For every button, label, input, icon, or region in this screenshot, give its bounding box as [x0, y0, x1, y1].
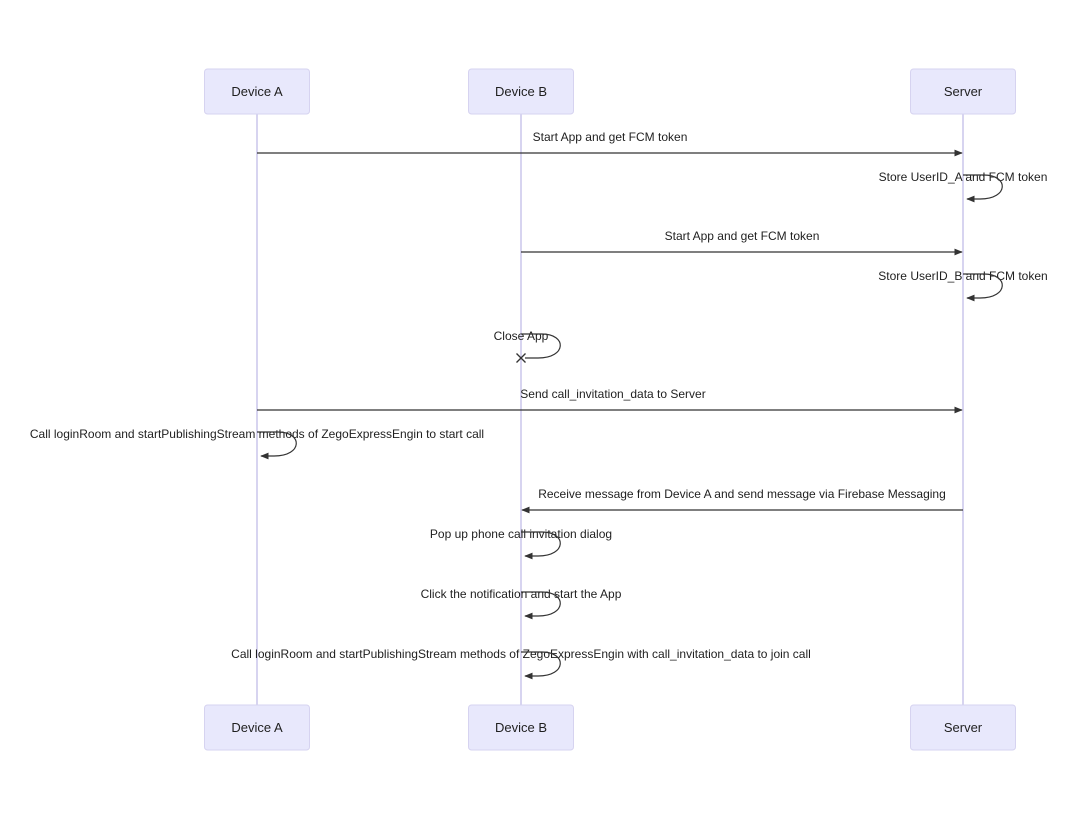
participant-label: Device A — [231, 84, 283, 99]
self-loop-path — [521, 591, 561, 620]
message-8-self-loop[interactable]: Pop up phone call invitation dialog — [430, 527, 612, 560]
self-loop-path — [521, 651, 561, 680]
message-1-self-loop[interactable]: Store UserID_A and FCM token — [879, 170, 1048, 203]
participant-server-bottom[interactable]: Server — [910, 704, 1016, 751]
message-label: Pop up phone call invitation dialog — [430, 527, 612, 541]
message-label: Store UserID_B and FCM token — [878, 269, 1047, 283]
participant-label: Server — [944, 720, 983, 735]
message-label: Receive message from Device A and send m… — [538, 487, 946, 501]
message-0-arrow[interactable]: Start App and get FCM token — [257, 130, 963, 157]
participant-box-shape — [468, 704, 574, 751]
message-9-self-loop[interactable]: Click the notification and start the App — [421, 587, 622, 620]
message-label: Start App and get FCM token — [533, 130, 688, 144]
message-label: Send call_invitation_data to Server — [520, 387, 705, 401]
participant-box-shape — [468, 68, 574, 115]
message-label: Start App and get FCM token — [665, 229, 820, 243]
participant-label: Device B — [495, 84, 547, 99]
message-2-arrow[interactable]: Start App and get FCM token — [521, 229, 963, 256]
self-loop-path — [963, 174, 1003, 203]
message-10-self-loop[interactable]: Call loginRoom and startPublishingStream… — [231, 647, 811, 680]
message-6-self-loop[interactable]: Call loginRoom and startPublishingStream… — [30, 427, 484, 460]
message-3-self-loop[interactable]: Store UserID_B and FCM token — [878, 269, 1048, 302]
participant-boxes-top: Device A Device B Server — [204, 68, 1016, 115]
message-label: Store UserID_A and FCM token — [879, 170, 1048, 184]
message-label: Click the notification and start the App — [421, 587, 622, 601]
self-loop-path — [521, 333, 561, 359]
message-7-arrow[interactable]: Receive message from Device A and send m… — [521, 487, 963, 514]
participant-server-top[interactable]: Server — [910, 68, 1016, 115]
participant-label: Server — [944, 84, 983, 99]
self-loop-path — [521, 531, 561, 560]
participant-box-shape — [910, 68, 1016, 115]
self-loop-path — [257, 431, 297, 460]
participant-label: Device A — [231, 720, 283, 735]
participant-label: Device B — [495, 720, 547, 735]
message-5-arrow[interactable]: Send call_invitation_data to Server — [257, 387, 963, 414]
message-label: Call loginRoom and startPublishingStream… — [30, 427, 484, 441]
participant-deviceA-bottom[interactable]: Device A — [204, 704, 310, 751]
message-4-self-loop[interactable]: Close App — [494, 329, 561, 363]
participant-deviceA-top[interactable]: Device A — [204, 68, 310, 115]
destroy-cross-icon — [516, 353, 526, 363]
message-label: Close App — [494, 329, 549, 343]
participant-box-shape — [204, 68, 310, 115]
self-loop-path — [963, 273, 1003, 302]
message-label: Call loginRoom and startPublishingStream… — [231, 647, 811, 661]
participant-box-shape — [204, 704, 310, 751]
participant-deviceB-bottom[interactable]: Device B — [468, 704, 574, 751]
participant-deviceB-top[interactable]: Device B — [468, 68, 574, 115]
participant-box-shape — [910, 704, 1016, 751]
participant-boxes-bottom: Device A Device B Server — [204, 704, 1016, 751]
